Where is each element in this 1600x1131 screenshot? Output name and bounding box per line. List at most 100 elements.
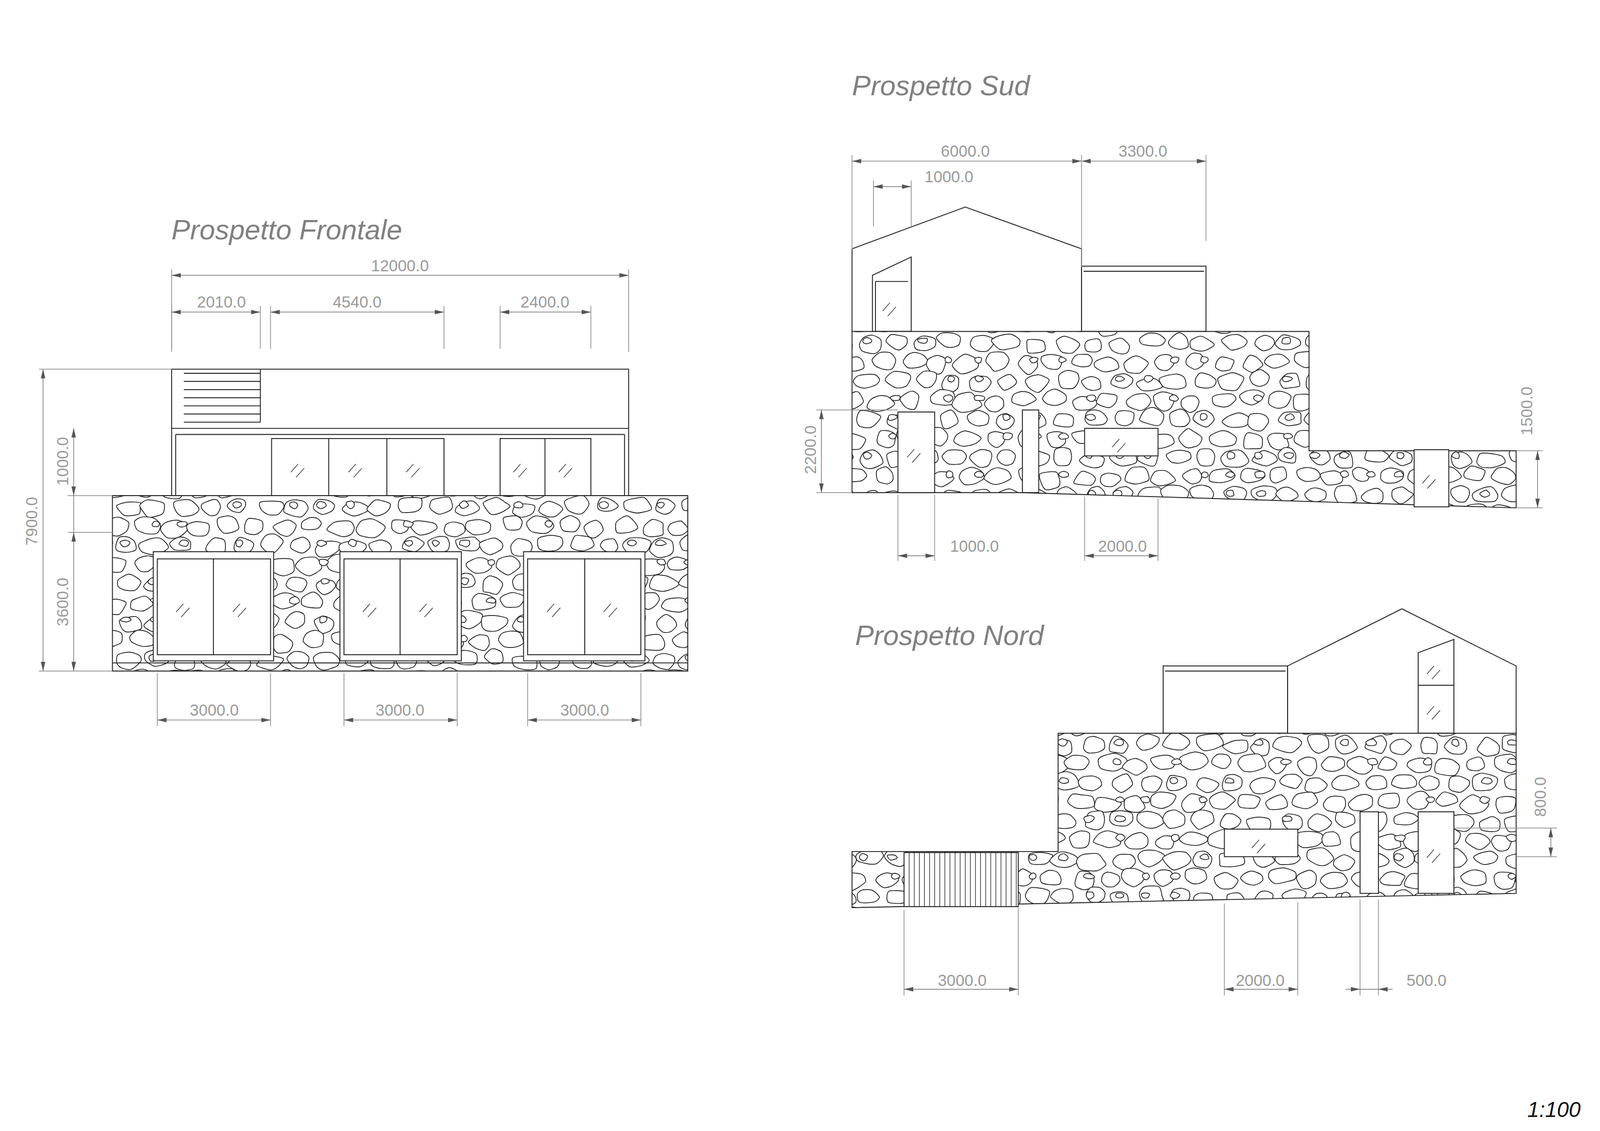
stone xyxy=(623,497,652,514)
stone xyxy=(1179,752,1209,771)
stone xyxy=(93,534,113,553)
stone xyxy=(116,652,142,670)
window-frame xyxy=(1414,449,1450,507)
stone xyxy=(1323,351,1351,369)
stone xyxy=(1488,316,1517,334)
extension-line xyxy=(1084,496,1085,562)
stone xyxy=(1379,352,1401,370)
stone xyxy=(1296,870,1317,889)
stone xyxy=(1208,908,1234,926)
stone xyxy=(930,835,956,850)
stone xyxy=(636,476,662,494)
stone xyxy=(914,336,936,351)
stone xyxy=(1185,313,1208,332)
glass-hatch xyxy=(406,464,414,473)
stone xyxy=(1143,375,1154,383)
gate-bar xyxy=(964,852,966,907)
stone xyxy=(1257,528,1267,535)
stone xyxy=(488,559,495,566)
stone xyxy=(678,653,703,670)
stone xyxy=(1001,778,1011,784)
stone xyxy=(1331,775,1359,791)
stone xyxy=(1466,756,1485,771)
stone xyxy=(1050,814,1077,830)
stone xyxy=(411,483,434,499)
stone xyxy=(160,520,189,539)
stone xyxy=(1209,468,1236,483)
stone xyxy=(1265,795,1288,811)
window-frame xyxy=(157,559,271,655)
stone xyxy=(1354,354,1375,375)
stone xyxy=(1181,504,1207,520)
stone xyxy=(1086,395,1097,402)
stone xyxy=(1434,758,1460,776)
stone xyxy=(831,485,855,504)
stone xyxy=(408,670,438,688)
stone xyxy=(1393,853,1404,861)
dimension-arrow xyxy=(434,310,445,315)
stone xyxy=(943,395,954,403)
stone xyxy=(903,352,928,369)
stone xyxy=(1390,413,1416,427)
stone xyxy=(130,596,154,612)
stone xyxy=(974,471,984,478)
stone xyxy=(1142,873,1150,881)
stone xyxy=(77,560,103,576)
stone xyxy=(1275,487,1299,502)
stone xyxy=(641,669,660,686)
stone xyxy=(1084,338,1102,352)
dimension-arrow xyxy=(71,486,76,496)
stone xyxy=(1137,850,1165,868)
stone xyxy=(1153,391,1176,412)
stone xyxy=(1392,487,1414,504)
stone xyxy=(288,693,298,699)
stone xyxy=(1476,372,1504,389)
stone xyxy=(1435,792,1458,807)
stone xyxy=(1155,835,1174,849)
stone xyxy=(1225,471,1235,478)
stone xyxy=(942,449,967,465)
stone xyxy=(1397,356,1406,363)
stone-texture xyxy=(814,312,1547,536)
stone xyxy=(1283,452,1294,460)
window-mullion xyxy=(584,559,586,655)
gate-bar xyxy=(975,852,976,907)
stone xyxy=(1140,796,1150,803)
extension-line xyxy=(1453,828,1557,829)
stone xyxy=(959,504,983,524)
extension-line xyxy=(1018,907,1019,996)
stone xyxy=(1311,893,1328,908)
window-surround xyxy=(340,551,462,662)
stone xyxy=(1029,357,1038,363)
stone xyxy=(992,488,1023,505)
stone xyxy=(479,538,504,555)
stone xyxy=(1480,414,1490,420)
stone xyxy=(260,533,284,554)
louver-slat xyxy=(183,405,261,407)
stone xyxy=(1141,893,1150,899)
stone xyxy=(903,909,926,926)
stone xyxy=(983,467,1011,485)
glass-hatch xyxy=(353,468,362,478)
stone xyxy=(656,614,677,634)
stone xyxy=(496,556,521,576)
extension-line xyxy=(1157,498,1159,562)
stone xyxy=(813,906,841,923)
stone xyxy=(684,654,694,661)
stone xyxy=(570,693,579,700)
stone xyxy=(1028,811,1051,830)
stone xyxy=(1396,529,1407,535)
stone xyxy=(1296,316,1319,330)
stone xyxy=(1058,370,1080,389)
stone xyxy=(1109,811,1133,827)
stone xyxy=(326,520,355,537)
stone xyxy=(974,357,982,364)
stone xyxy=(1518,313,1541,333)
stone xyxy=(1083,736,1105,754)
stone xyxy=(1279,774,1303,789)
stone xyxy=(853,773,878,789)
stone xyxy=(1170,777,1178,785)
stone xyxy=(1463,351,1483,368)
dimension-arrow xyxy=(903,987,914,992)
stone xyxy=(872,352,896,370)
